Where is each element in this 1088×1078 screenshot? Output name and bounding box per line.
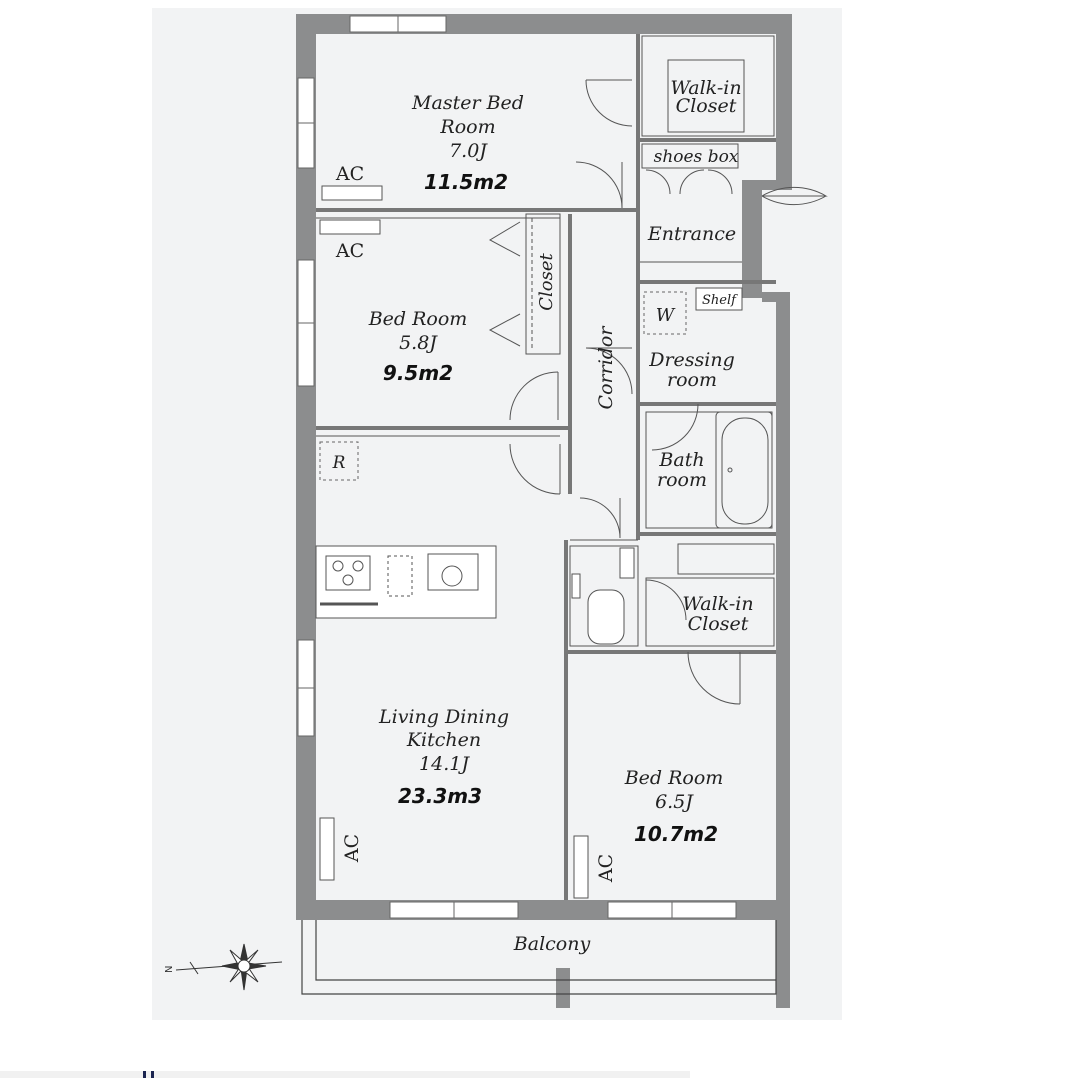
bathtub [715, 411, 773, 529]
bed1-ac-label: AC [335, 240, 364, 262]
bath-line2: room [657, 469, 707, 491]
ldk-ac-label: AC [341, 834, 363, 863]
shelf-label: Shelf [702, 293, 738, 308]
master-size: 7.0J [449, 140, 488, 162]
ldk-name1: Living Dining [378, 706, 509, 728]
compass-icon [175, 943, 283, 991]
walkin-top-line1: Walk-in [670, 77, 741, 99]
bottom-mark [143, 1071, 157, 1078]
master-name2: Room [439, 116, 495, 138]
ac-units [319, 185, 589, 899]
bed1-closet-label: Closet [536, 252, 557, 310]
bed2-area: 10.7m2 [634, 822, 718, 846]
entrance-label: Entrance [647, 223, 736, 245]
fridge-box [319, 441, 359, 481]
master-area: 11.5m2 [424, 170, 508, 194]
kitchen-counter [315, 545, 497, 619]
shoes-box-label: shoes box [654, 147, 739, 167]
bed2-name: Bed Room [624, 767, 724, 789]
ac-unit-master [321, 185, 383, 201]
dressing-line2: room [667, 369, 717, 391]
room-labels: Master Bed Room 7.0J 11.5m2 AC AC Bed Ro… [332, 77, 754, 955]
ldk-area: 23.3m3 [398, 784, 482, 808]
ac-unit-ldk [319, 817, 335, 881]
closet-bed1 [488, 213, 561, 355]
bed2-ac-label: AC [595, 854, 617, 883]
walkin-bottom-line1: Walk-in [682, 593, 753, 615]
ldk-name2: Kitchen [406, 729, 481, 751]
bed1-size: 5.8J [399, 332, 438, 354]
toilet [571, 547, 635, 645]
windows [297, 15, 737, 919]
master-ac-label: AC [335, 163, 364, 185]
dressing-line1: Dressing [648, 349, 735, 371]
ldk-size: 14.1J [419, 753, 470, 775]
bed1-area: 9.5m2 [383, 361, 453, 385]
doors [509, 79, 828, 705]
bottom-strip [0, 1071, 690, 1078]
fridge-label: R [332, 453, 346, 473]
washer-box [643, 291, 687, 335]
bath-line1: Bath [658, 449, 704, 471]
walkin-bottom-line2: Closet [688, 613, 749, 635]
walkin-top-line2: Closet [676, 95, 737, 117]
bed2-size: 6.5J [655, 791, 694, 813]
ac-unit-bed2 [573, 835, 589, 899]
plan-background [152, 8, 842, 1020]
ac-unit-bed1 [319, 219, 381, 235]
interior-walls [316, 34, 776, 900]
bed1-name: Bed Room [368, 308, 468, 330]
shelf-box [695, 287, 743, 311]
washer-label: W [656, 305, 676, 326]
thin-lines [316, 35, 775, 647]
master-name1: Master Bed [411, 92, 524, 114]
balcony-outline [301, 920, 777, 995]
corridor-label: Corridor [595, 325, 617, 410]
balcony-label: Balcony [513, 933, 591, 955]
compass-north-label: N [164, 966, 175, 973]
